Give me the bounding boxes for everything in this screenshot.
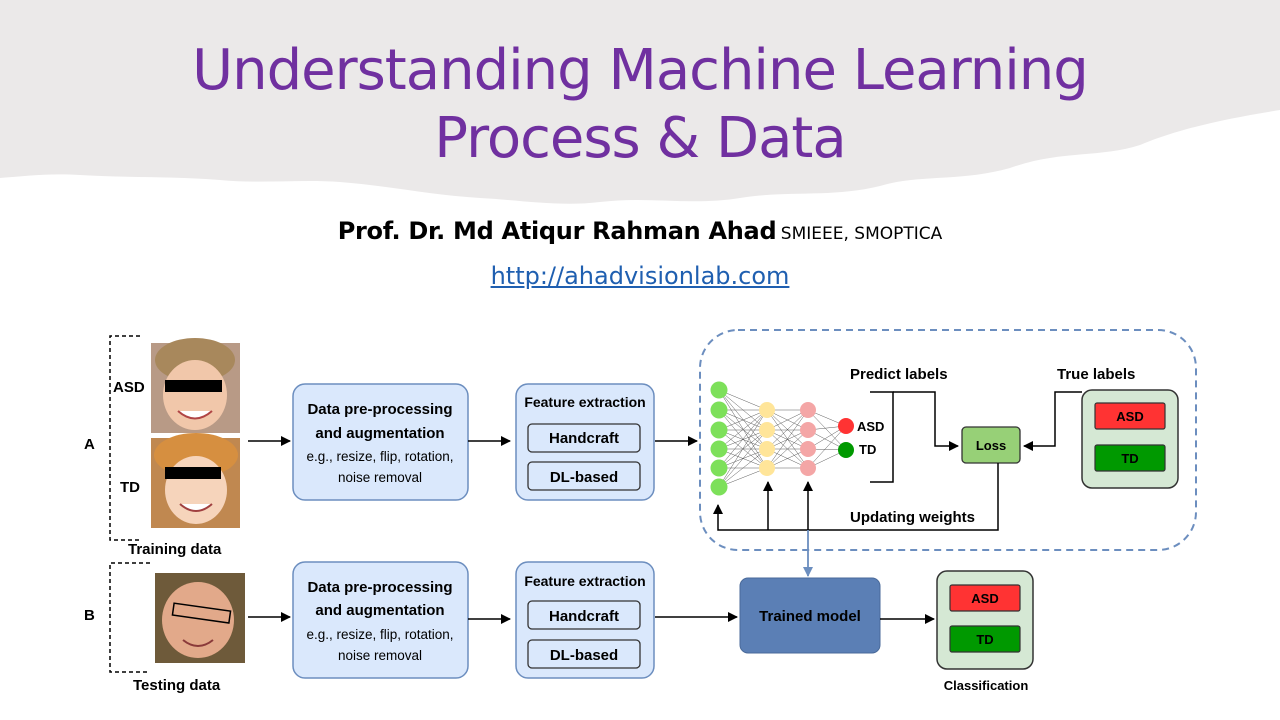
preproc-title-2: and augmentation [315, 602, 444, 619]
feature-handcraft: Handcraft [549, 430, 619, 447]
feature-handcraft: Handcraft [549, 608, 619, 625]
arrow [1023, 391, 1082, 451]
network-node-layer-2 [759, 402, 775, 418]
td-label: TD [120, 479, 140, 496]
network-edge [718, 448, 768, 488]
network-node-layer-3 [800, 441, 816, 457]
network-edge [718, 389, 768, 411]
network-node-layer-1 [710, 421, 728, 439]
true-asd-label: ASD [1116, 409, 1143, 424]
network-node-layer-1 [710, 459, 728, 477]
predict-bracket [870, 391, 894, 483]
network-edge [766, 409, 809, 469]
eye-mask-bar [165, 380, 222, 392]
true-labels-panel: ASD TD [1081, 389, 1179, 489]
preprocessing-box-a: Data pre-processing and augmentation e.g… [292, 383, 469, 501]
network-edge [718, 409, 768, 450]
header-torn-paper-background [0, 0, 1280, 204]
slide-title-line-1: Understanding Machine Learning [192, 38, 1089, 103]
network-node-layer-2 [759, 422, 775, 438]
preprocessing-box-b: Data pre-processing and augmentation e.g… [292, 561, 469, 679]
feature-title: Feature extraction [524, 394, 645, 410]
network-edge [766, 409, 809, 450]
testing-data-bracket [109, 562, 150, 673]
slide-title-line-2: Process & Data [434, 106, 846, 171]
preproc-title-2: and augmentation [315, 425, 444, 442]
preproc-detail-1: e.g., resize, flip, rotation, [306, 449, 453, 464]
loss-box: Loss [961, 426, 1021, 464]
network-edge [718, 389, 768, 469]
training-loop-region [699, 329, 1197, 551]
td-child-photo [151, 433, 240, 528]
true-labels-label: True labels [1057, 366, 1135, 383]
network-node-layer-1 [710, 381, 728, 399]
neural-network [710, 381, 816, 496]
asd-label: ASD [113, 379, 145, 396]
network-edge [718, 409, 768, 488]
preproc-title-1: Data pre-processing [307, 579, 452, 596]
network-edge [718, 389, 768, 450]
author-credentials: SMIEEE, SMOPTICA [780, 224, 943, 244]
trained-model-label: Trained model [759, 608, 861, 625]
test-child-photo [155, 573, 245, 663]
network-node-layer-2 [759, 460, 775, 476]
network-edge [718, 409, 768, 431]
classification-td-label: TD [976, 632, 993, 647]
network-edges [718, 389, 847, 488]
network-edge [718, 409, 768, 469]
td-output-label: TD [859, 442, 876, 457]
website-link[interactable]: http://ahadvisionlab.com [490, 262, 790, 290]
row-b-label: B [84, 607, 95, 624]
classification-asd-label: ASD [971, 591, 998, 606]
training-data-bracket [109, 335, 140, 541]
trained-model-box: Trained model [739, 577, 881, 654]
feature-dl: DL-based [550, 469, 618, 486]
updating-weights-label: Updating weights [850, 509, 975, 526]
network-edge [718, 429, 768, 450]
asd-child-photo [151, 338, 240, 433]
eye-outline-bar [171, 602, 232, 624]
testing-data-caption: Testing data [133, 677, 221, 694]
asd-output-label: ASD [857, 419, 884, 434]
network-node-layer-3 [800, 402, 816, 418]
feature-extraction-box-b: Feature extraction Handcraft DL-based [515, 561, 655, 679]
true-td-label: TD [1121, 451, 1138, 466]
feature-dl: DL-based [550, 647, 618, 664]
network-node-layer-3 [800, 422, 816, 438]
network-edge [718, 429, 768, 488]
asd-output-node [838, 418, 854, 434]
preproc-detail-2: noise removal [338, 470, 422, 485]
url-line: http://ahadvisionlab.com [0, 262, 1280, 290]
network-node-layer-1 [710, 440, 728, 458]
network-edge [807, 409, 847, 451]
eye-mask-bar [165, 467, 221, 479]
arrow [893, 391, 959, 451]
training-data-caption: Training data [128, 541, 222, 558]
classification-panel: ASD TD [936, 570, 1034, 670]
td-output-node [838, 442, 854, 458]
network-node-layer-3 [800, 460, 816, 476]
preproc-title-1: Data pre-processing [307, 401, 452, 418]
network-edge [718, 429, 768, 469]
feature-extraction-box-a: Feature extraction Handcraft DL-based [515, 383, 655, 501]
feedback-line [713, 463, 999, 531]
network-node-layer-1 [710, 478, 728, 496]
network-edge [807, 425, 847, 469]
preproc-detail-1: e.g., resize, flip, rotation, [306, 627, 453, 642]
loss-label: Loss [976, 438, 1006, 453]
network-node-layer-1 [710, 401, 728, 419]
feature-title: Feature extraction [524, 573, 645, 589]
author-name: Prof. Dr. Md Atiqur Rahman Ahad [337, 217, 777, 245]
classification-caption: Classification [944, 678, 1029, 693]
network-edge [766, 429, 809, 469]
network-edge [718, 467, 768, 488]
row-a-label: A [84, 436, 95, 453]
preproc-detail-2: noise removal [338, 648, 422, 663]
author-line: Prof. Dr. Md Atiqur Rahman Ahad SMIEEE, … [0, 217, 1280, 245]
predict-labels-label: Predict labels [850, 366, 948, 383]
network-node-layer-2 [759, 441, 775, 457]
